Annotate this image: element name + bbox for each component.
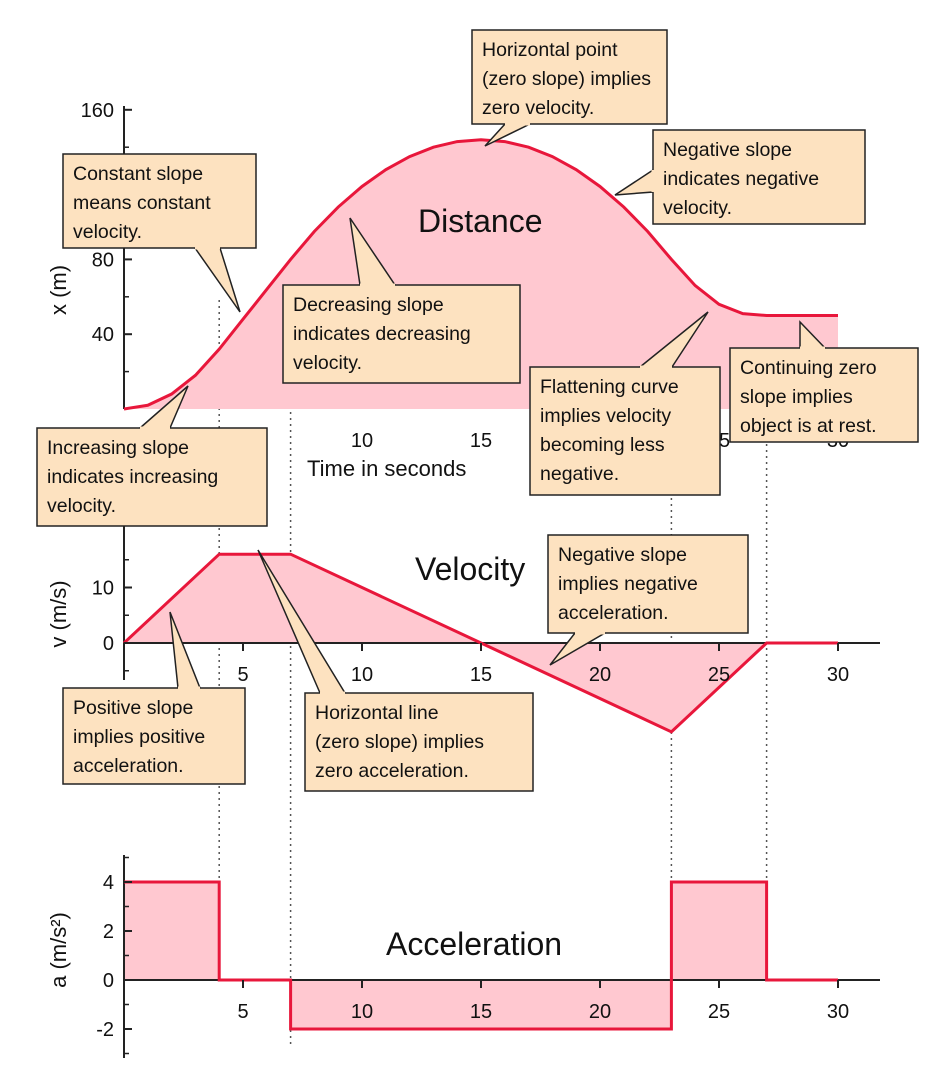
x-tick-label: 15 <box>470 664 492 686</box>
callout-flattening-curve: Flattening curve implies velocity becoming… <box>529 311 721 496</box>
x-tick-label: 20 <box>589 1001 611 1023</box>
x-tick-label: 25 <box>708 664 730 686</box>
y-tick-label: 0 <box>103 633 114 655</box>
x-tick-label: 25 <box>708 1001 730 1023</box>
callout-horizontal-line: Horizontal line (zero slope) implies zero … <box>257 549 534 792</box>
callout-line: Flattening curve <box>540 376 679 398</box>
callout-line: means constant <box>73 192 211 214</box>
callout-line: Constant slope <box>73 163 203 185</box>
velocity-title: Velocity <box>415 551 525 587</box>
callout-line: Increasing slope <box>47 437 189 459</box>
distance-title: Distance <box>418 203 543 239</box>
callout-line: slope implies <box>740 386 853 408</box>
x-tick-label: 30 <box>827 664 849 686</box>
x-tick-label: 5 <box>237 1001 248 1023</box>
callout-positive-slope: Positive slope implies positive accelerati… <box>62 611 246 785</box>
callout-box <box>652 129 866 225</box>
callout-box <box>529 366 721 496</box>
callout-box <box>62 153 257 249</box>
callout-box <box>471 29 668 125</box>
callout-line: implies positive <box>73 726 205 748</box>
callout-negative-slope-v: Negative slope implies negative accelerati… <box>547 534 749 666</box>
callout-line: object is at rest. <box>740 415 877 437</box>
distance-x-axis-label: Time in seconds <box>307 456 466 481</box>
x-tick-label: 10 <box>351 430 373 452</box>
y-tick-label: 10 <box>92 578 114 600</box>
y-tick-label: 4 <box>103 872 114 894</box>
callout-line: Horizontal line <box>315 702 439 724</box>
callout-line: Negative slope <box>663 139 792 161</box>
callout-negative-slope-x: Negative slope indicates negative velocity… <box>614 129 866 225</box>
callout-constant-slope: Constant slope means constant velocity. <box>62 153 257 313</box>
callout-line: implies negative <box>558 573 698 595</box>
y-tick-label: 160 <box>81 100 114 122</box>
callout-line: acceleration. <box>558 602 669 624</box>
callout-line: (zero slope) implies <box>315 731 484 753</box>
y-tick-label: 0 <box>103 970 114 992</box>
callout-box <box>729 347 919 443</box>
x-tick-label: 10 <box>351 1001 373 1023</box>
callout-line: indicates negative <box>663 168 819 190</box>
callout-pointer <box>614 168 654 196</box>
velocity-y-axis-label: v (m/s) <box>46 580 71 647</box>
callout-line: zero velocity. <box>482 97 594 119</box>
x-tick-label: 5 <box>237 664 248 686</box>
callout-line: acceleration. <box>73 755 184 777</box>
y-tick-label: 2 <box>103 921 114 943</box>
callout-box <box>304 692 534 792</box>
callout-line: velocity. <box>293 352 362 374</box>
callouts: Horizontal point (zero slope) implies zero… <box>36 29 919 792</box>
callout-line: velocity. <box>47 495 116 517</box>
distance-y-axis-label: x (m) <box>46 265 71 315</box>
callout-line: velocity. <box>73 221 142 243</box>
callout-box <box>62 687 246 785</box>
x-tick-label: 15 <box>470 1001 492 1023</box>
callout-box <box>36 427 268 527</box>
callout-line: Negative slope <box>558 544 687 566</box>
callout-decreasing-slope: Decreasing slope indicates decreasing velo… <box>282 217 521 384</box>
callout-pointer <box>193 247 241 313</box>
callout-line: Continuing zero <box>740 357 877 379</box>
callout-line: Decreasing slope <box>293 294 444 316</box>
x-tick-label: 10 <box>351 664 373 686</box>
y-tick-label: 80 <box>92 249 114 271</box>
callout-box <box>547 534 749 634</box>
acceleration-y-axis-label: a (m/s²) <box>46 912 71 988</box>
series-line <box>123 138 838 411</box>
series-line <box>124 880 838 1031</box>
callout-line: Positive slope <box>73 697 193 719</box>
area-fill <box>124 882 838 1029</box>
velocity-panel: 0 10 5 10 15 20 25 30 <box>92 520 880 734</box>
callout-box <box>282 284 521 384</box>
callout-continuing-zero: Continuing zero slope implies object is at… <box>729 320 919 443</box>
callout-horizontal-point: Horizontal point (zero slope) implies zero… <box>471 29 668 147</box>
y-tick-label: 40 <box>92 324 114 346</box>
x-tick-label: 15 <box>470 430 492 452</box>
callout-line: negative. <box>540 463 619 485</box>
y-tick-label: -2 <box>96 1019 114 1041</box>
x-tick-label: 20 <box>589 664 611 686</box>
callout-line: indicates increasing <box>47 466 218 488</box>
callout-line: Horizontal point <box>482 39 618 61</box>
callout-increasing-slope: Increasing slope indicates increasing velo… <box>36 385 268 527</box>
callout-line: velocity. <box>663 197 732 219</box>
callout-line: implies velocity <box>540 405 671 427</box>
acceleration-title: Acceleration <box>386 926 562 962</box>
callout-line: becoming less <box>540 434 665 456</box>
x-tick-label: 30 <box>827 1001 849 1023</box>
callout-line: indicates decreasing <box>293 323 471 345</box>
callout-line: zero acceleration. <box>315 760 469 782</box>
callout-line: (zero slope) implies <box>482 68 651 90</box>
